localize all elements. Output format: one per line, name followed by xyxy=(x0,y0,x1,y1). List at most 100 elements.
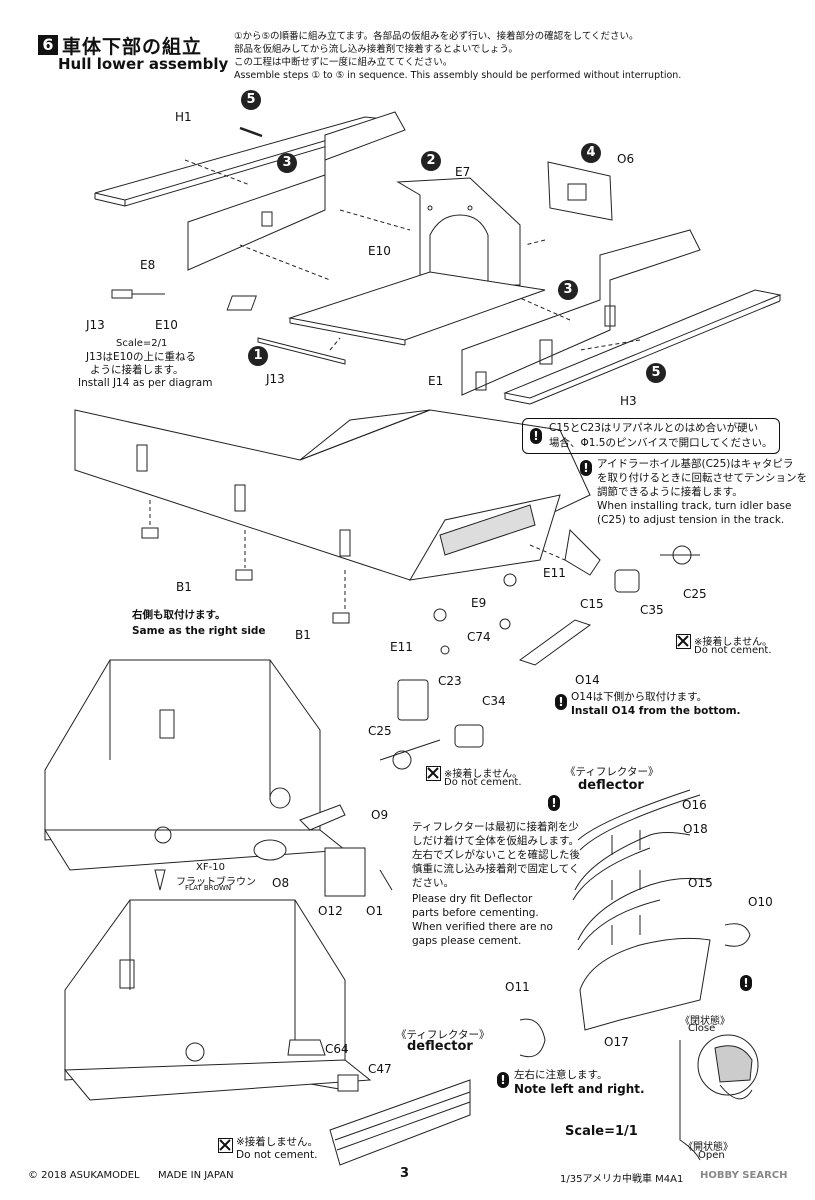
label-e10: E10 xyxy=(368,244,391,258)
o14-note-jp: O14は下側から取付けます。 xyxy=(571,691,708,703)
intro-line: ①から⑤の順番に組み立てます。各部品の仮組みを必ず行い、接着部分の確認をしてくだ… xyxy=(234,31,639,42)
hull-parts-drawing-1 xyxy=(154,804,393,897)
label-o14: O14 xyxy=(575,673,600,687)
step-circle-4: 4 xyxy=(581,143,601,163)
step-circle-5: 5 xyxy=(241,90,261,110)
label-o10: O10 xyxy=(748,895,773,909)
label-e10: E10 xyxy=(155,318,178,332)
part-e7-drawing xyxy=(396,177,521,286)
no-cement-en: Do not cement. xyxy=(694,645,772,656)
footer-copyright: © 2018 ASUKAMODEL xyxy=(28,1170,140,1181)
label-j13: J13 xyxy=(266,372,285,386)
footer-product: 1/35アメリカ中戦車 M4A1 xyxy=(560,1174,684,1185)
label-o9: O9 xyxy=(371,808,389,822)
caution-icon: ! xyxy=(740,975,752,991)
intro-line: 部品を仮組みしてから流し込み接着剤で接着するとよいでしょう。 xyxy=(234,44,518,55)
step-circle-3: 3 xyxy=(558,280,578,300)
scale-1-1: Scale=1/1 xyxy=(565,1124,638,1139)
label-c35: C35 xyxy=(640,603,664,617)
deflector-note-jp-1: ティフレクターは最初に接着剤を少 xyxy=(412,821,579,833)
caution-icon: ! xyxy=(580,460,592,476)
label-e8: E8 xyxy=(140,258,156,272)
label-c74: C74 xyxy=(467,630,491,644)
j13-note-jp-2: ように接着します。 xyxy=(90,364,184,376)
label-b1: B1 xyxy=(295,628,311,642)
close-label-en: Close xyxy=(688,1023,716,1034)
paint-code: XF-10 xyxy=(196,862,225,873)
no-cement-jp: ※接着しません。 xyxy=(236,1136,318,1148)
label-o16: O16 xyxy=(682,798,707,812)
label-c34: C34 xyxy=(482,694,506,708)
no-cement-jp: ※接着しません。 xyxy=(694,637,773,648)
idler-note-jp-3: 調節できるように接着します。 xyxy=(597,486,743,498)
deflector-note-jp-3: 左右でズレがないことを確認した後 xyxy=(412,849,580,861)
deflector-detail-drawing xyxy=(679,1034,759,1161)
page-number: 3 xyxy=(400,1166,410,1181)
deflector-title-jp: 《ティフレクター》 xyxy=(396,1029,490,1041)
deflector-note-en-1: Please dry fit Deflector xyxy=(412,893,533,905)
caution-icon: ! xyxy=(548,795,560,811)
o14-note-en: Install O14 from the bottom. xyxy=(571,705,741,717)
label-o1: O1 xyxy=(366,904,384,918)
intro-line: この工程は中断せずに一度に組み立ててください。 xyxy=(234,57,453,68)
label-h1: H1 xyxy=(175,110,192,124)
deflector-title-jp: 《ティフレクター》 xyxy=(565,766,659,778)
idler-note-en-2: (C25) to adjust tension in the track. xyxy=(597,514,785,526)
fit-warning-jp-2: 場合、Φ1.5のピンバイスで開口してください。 xyxy=(549,437,773,449)
part-e10-drawing xyxy=(226,271,546,346)
no-cement-en: Do not cement. xyxy=(444,777,522,788)
suspension-parts-drawing xyxy=(141,527,700,666)
deflector-note-jp-4: 慎重に流し込み接着剤で固定してく xyxy=(412,863,580,875)
deflector-c47-drawing xyxy=(287,1039,471,1166)
deflector-note-jp-2: しだけ着けて全体を仮組みします。 xyxy=(412,835,579,847)
lr-note-en: Note left and right. xyxy=(514,1082,645,1096)
part-e1-drawing xyxy=(461,229,701,396)
deflector-note-en: Please dry fit Deflector parts before ce… xyxy=(412,892,553,948)
deflector-parts-drawing xyxy=(519,789,751,1058)
right-side-en: Same as the right side xyxy=(132,625,266,637)
footer-made-in: MADE IN JAPAN xyxy=(158,1170,234,1181)
label-c23: C23 xyxy=(438,674,462,688)
paint-name-jp: フラットブラウン xyxy=(176,877,256,888)
section-title-jp: 車体下部の組立 xyxy=(62,36,203,58)
label-e11: E11 xyxy=(390,640,413,654)
part-j13-drawing xyxy=(257,337,346,365)
right-side-jp: 右側も取付けます。 xyxy=(132,609,226,621)
step-number-badge: 6 xyxy=(38,35,58,55)
paint-name-en: FLAT BROWN xyxy=(185,884,232,892)
lr-note-jp: 左右に注意します。 xyxy=(514,1069,608,1081)
deflector-note: ティフレクターは最初に接着剤を少 しだけ着けて全体を仮組みします。 左右でズレが… xyxy=(412,820,580,890)
j14-note-en: Install J14 as per diagram xyxy=(78,377,213,389)
close-label-jp: 《閉状態》 xyxy=(680,1016,730,1027)
label-e1: E1 xyxy=(428,374,444,388)
label-o17: O17 xyxy=(604,1035,629,1049)
deflector-note-en-3: When verified there are no xyxy=(412,921,553,933)
fit-warning-box: C15とC23はリアパネルとのはめ合いが硬い 場合、Φ1.5のピンバイスで開口し… xyxy=(522,418,780,454)
idler-note-jp-2: を取り付けるときに回転させてテンションを xyxy=(597,472,807,484)
scale-2-1: Scale=2/1 xyxy=(116,338,168,349)
section-title-en: Hull lower assembly xyxy=(58,55,229,73)
part-e8-drawing xyxy=(187,111,406,271)
label-c25: C25 xyxy=(368,724,392,738)
hull-lower-drawing-2 xyxy=(63,899,372,1101)
idler-note: アイドラーホイル基部(C25)はキャタピラ を取り付けるときに回転させてテンショ… xyxy=(597,457,807,527)
deflector-note-en-2: parts before cementing. xyxy=(412,907,539,919)
no-cement-en: Do not cement. xyxy=(236,1149,318,1161)
intro-line: Assemble steps ① to ⑤ in sequence. This … xyxy=(234,70,682,81)
step-circle-5: 5 xyxy=(646,363,666,383)
watermark: HOBBY SEARCH xyxy=(700,1170,788,1181)
label-o8: O8 xyxy=(272,876,290,890)
label-b1: B1 xyxy=(176,580,192,594)
open-label-jp: 《開状態》 xyxy=(683,1142,733,1153)
step-circle-1: 1 xyxy=(248,346,268,366)
label-c47: C47 xyxy=(368,1062,392,1076)
fit-warning-jp-1: C15とC23はリアパネルとのはめ合いが硬い xyxy=(549,422,759,434)
label-e11: E11 xyxy=(543,566,566,580)
label-e7: E7 xyxy=(455,165,471,179)
label-c64: C64 xyxy=(325,1042,349,1056)
caution-icon: ! xyxy=(530,428,542,444)
idler-note-en-1: When installing track, turn idler base xyxy=(597,500,792,512)
no-cement-icon xyxy=(218,1138,233,1153)
deflector-title-en: deflector xyxy=(578,778,644,793)
